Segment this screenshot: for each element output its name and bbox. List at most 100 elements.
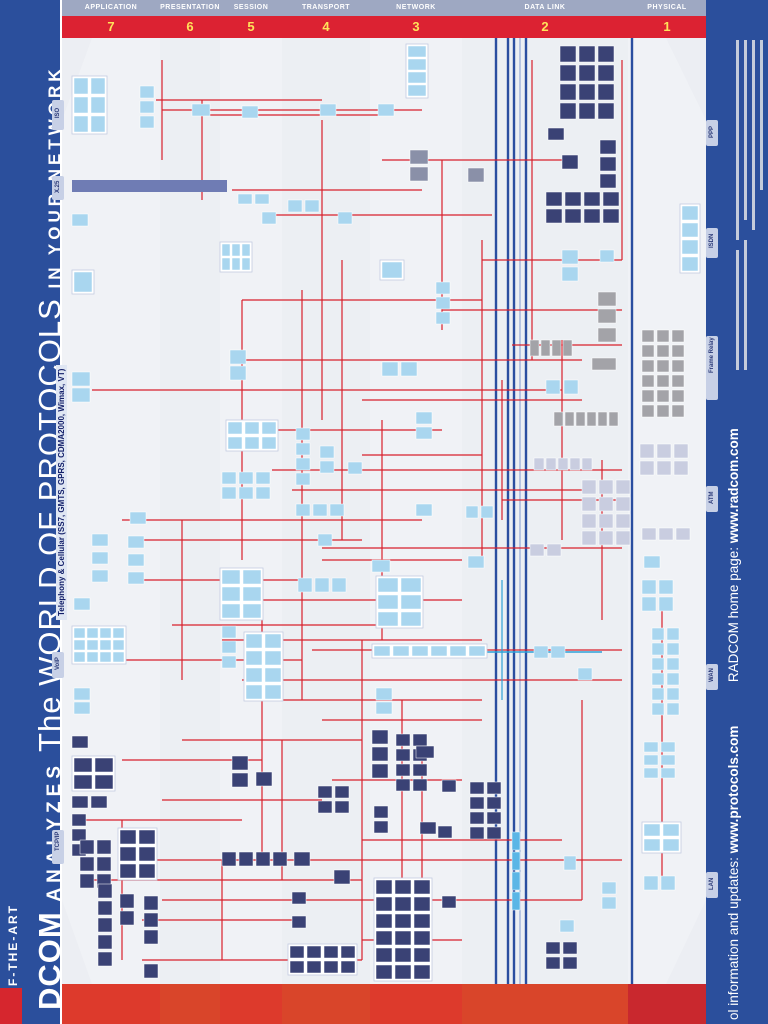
tcp-box [138, 846, 156, 862]
atm-box [546, 543, 562, 557]
net-box [381, 261, 403, 279]
tcp-box [333, 869, 351, 885]
tcp-box [469, 826, 485, 840]
tcp-box [97, 917, 113, 933]
transport-box [331, 577, 347, 593]
fr-box [597, 308, 617, 324]
tcp-box [545, 956, 561, 970]
fine-print-2 [744, 40, 747, 220]
lan-box [662, 838, 680, 852]
session-box [261, 436, 277, 450]
voip-box [73, 651, 86, 663]
iso-box [191, 103, 211, 117]
voip-box [73, 627, 86, 639]
tcp-box [293, 851, 311, 867]
right-tag-isdn: ISDN [706, 228, 718, 258]
lan-bar [511, 871, 521, 891]
net-box [392, 645, 410, 657]
ppp-box [578, 102, 596, 120]
tcp-box [334, 785, 350, 799]
tcp-box [71, 828, 87, 842]
ppp-box [597, 45, 615, 63]
voip-box [73, 639, 86, 651]
session-box [264, 650, 282, 666]
tcp-box [94, 757, 114, 773]
net-box [435, 311, 451, 325]
number-layer-2: 2 [462, 16, 628, 38]
ppp-box [559, 45, 577, 63]
tcp-box [138, 863, 156, 879]
radcom-link[interactable]: www.radcom.com [726, 428, 741, 544]
phy-box [658, 579, 674, 595]
lan-box [643, 823, 661, 837]
lan-bar [511, 891, 521, 911]
tcp-box [291, 891, 307, 905]
session-box [221, 569, 241, 585]
tcp-box [375, 913, 393, 929]
voip-box [112, 651, 125, 663]
tcp-box [79, 856, 95, 872]
tcp-box [469, 811, 485, 825]
x25-box [237, 193, 253, 205]
atm-box [569, 457, 581, 471]
left-tag-x25: X.25 [52, 176, 64, 200]
transport-box [314, 577, 330, 593]
net-box [371, 559, 391, 573]
tcp-box [73, 757, 93, 773]
x25-bar [72, 180, 227, 192]
tcp-box [486, 796, 502, 810]
ppp-box [599, 156, 617, 172]
protocols-link[interactable]: www.protocols.com [726, 725, 741, 854]
right-tag-ppp: PPP [706, 120, 718, 146]
fr-box [551, 339, 562, 357]
session-box [227, 421, 243, 435]
tcp-box [441, 895, 457, 909]
fr-box [575, 411, 586, 427]
tcp-box [375, 930, 393, 946]
transport-box [295, 472, 311, 486]
app-box [71, 213, 89, 227]
fr-box [641, 389, 655, 403]
fr-box [641, 374, 655, 388]
session-box [255, 486, 271, 500]
lan-box [601, 896, 617, 910]
tcp-box [306, 960, 322, 974]
voip-box [86, 651, 99, 663]
wan-box [660, 767, 676, 779]
fine-print-6 [744, 240, 747, 370]
footer-links: ol information and updates: www.protocol… [726, 428, 741, 1020]
tcp-box [255, 851, 271, 867]
header-layer-6: PRESENTATION [160, 0, 220, 16]
transport-box [297, 577, 313, 593]
app-box [91, 533, 109, 547]
fr-box [671, 389, 685, 403]
ppp-box [599, 139, 617, 155]
iso-box [377, 103, 395, 117]
wan-box [651, 702, 665, 716]
home-text: RADCOM home page: [726, 547, 741, 683]
tcp-box [486, 781, 502, 795]
net-box [377, 577, 399, 593]
tcp-box [71, 735, 89, 749]
number-layer-3: 3 [370, 16, 462, 38]
ppp-box [578, 83, 596, 101]
session-box [221, 586, 241, 602]
atm-box [529, 543, 545, 557]
tcp-box [71, 813, 87, 827]
tcp-box [340, 960, 356, 974]
iso-app-box [90, 77, 106, 95]
wan-box [666, 657, 680, 671]
fr-box [656, 389, 670, 403]
tcp-box [119, 846, 137, 862]
atm-box [639, 443, 655, 459]
app-box [91, 551, 109, 565]
tcp-box [412, 733, 428, 747]
wan-box [643, 741, 659, 753]
dl-box [577, 667, 593, 681]
phy-box [643, 555, 661, 569]
tcp-box [119, 863, 137, 879]
dl-box [550, 645, 566, 659]
tcp-box [375, 879, 393, 895]
atm-box [641, 527, 657, 541]
header-layer-3: NETWORK [370, 0, 462, 16]
